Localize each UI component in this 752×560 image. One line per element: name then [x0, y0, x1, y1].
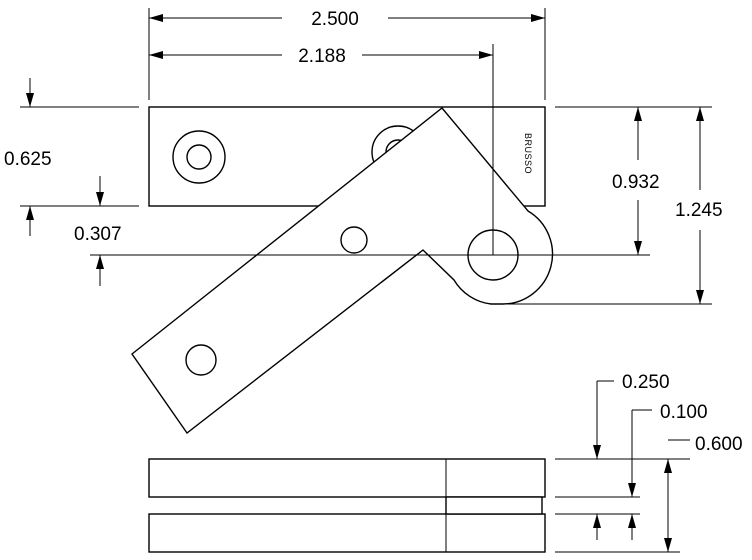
rotated-leaf — [131, 107, 554, 435]
dim-pivot-distance: 2.188 — [149, 44, 494, 255]
dim-label-0307: 0.307 — [74, 224, 122, 245]
dim-label-1245: 1.245 — [675, 200, 723, 221]
dim-label-0625: 0.625 — [4, 149, 52, 170]
brand-mark: BRUSSO — [523, 133, 533, 174]
dim-label-0600: 0.600 — [695, 434, 743, 455]
dim-label-2188: 2.188 — [298, 46, 346, 67]
side-view — [148, 458, 546, 553]
dim-label-0250: 0.250 — [622, 372, 670, 393]
dim-label-2500: 2.500 — [311, 9, 359, 30]
dim-overall-length: 2.500 — [148, 8, 546, 100]
dim-total-thickness: 0.600 — [555, 434, 743, 553]
dim-overall-height: 1.245 — [505, 106, 723, 305]
dim-leaf-height: 0.625 — [4, 78, 139, 236]
dim-label-0100: 0.100 — [660, 402, 708, 423]
dim-pivot-to-top: 0.932 — [555, 106, 660, 255]
dim-gap: 0.100 — [555, 402, 708, 540]
dim-label-0932: 0.932 — [612, 172, 660, 193]
dim-pivot-offset: 0.307 — [74, 176, 650, 286]
